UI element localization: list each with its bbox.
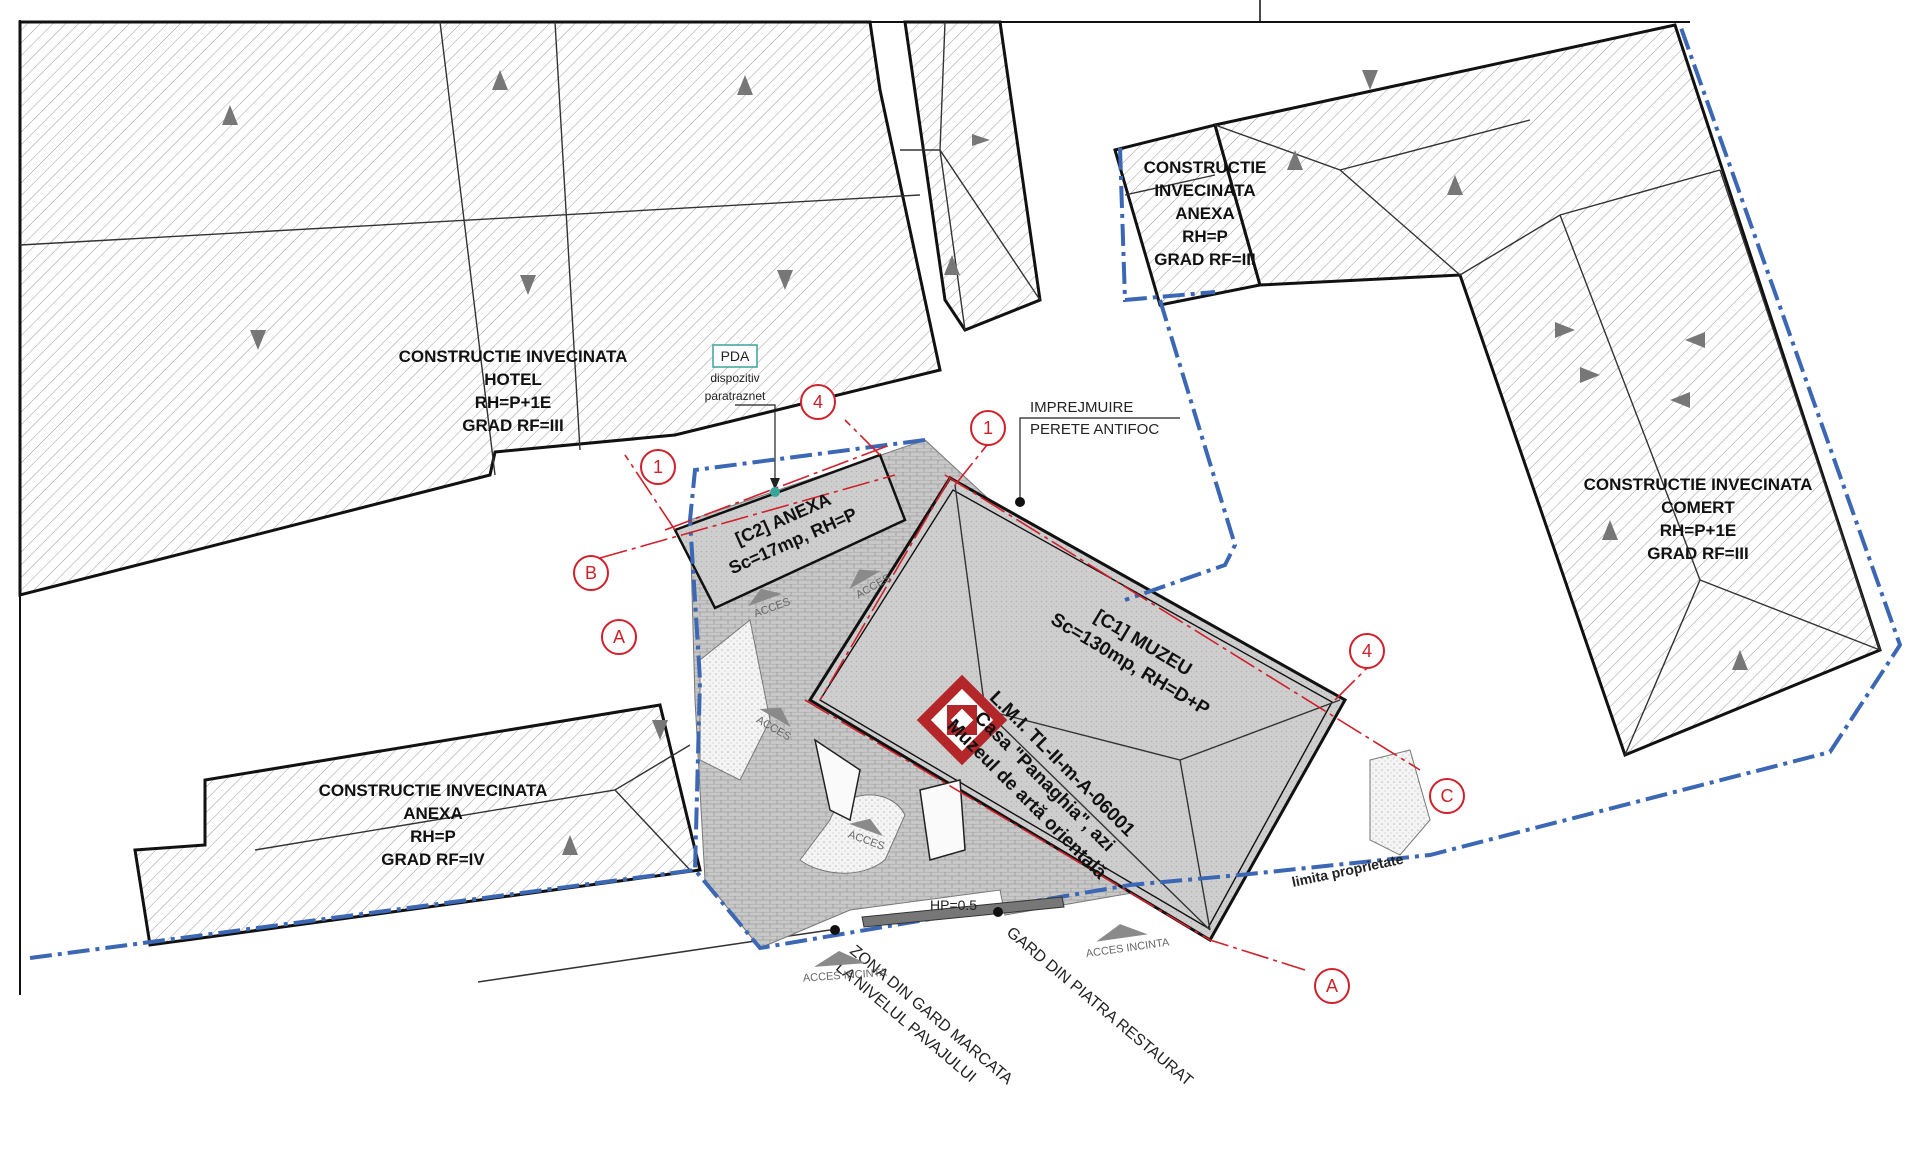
svg-text:PERETE ANTIFOC: PERETE ANTIFOC [1030,421,1159,438]
svg-text:CONSTRUCTIE INVECINATA: CONSTRUCTIE INVECINATA [319,781,548,800]
svg-text:CONSTRUCTIE INVECINATA: CONSTRUCTIE INVECINATA [399,347,628,366]
grid-bubble: B [573,555,609,591]
gate-zone-note: ZONA DIN GARD MARCATA LA NIVELUL PAVAJUL… [832,942,1016,1088]
svg-text:ACCES INCINTA: ACCES INCINTA [1085,936,1171,960]
svg-text:RH=P+1E: RH=P+1E [475,393,552,412]
grid-bubble: 1 [970,410,1006,446]
firewall-note: IMPREJMUIRE PERETE ANTIFOC [1015,399,1180,507]
svg-text:PDA: PDA [721,348,750,364]
svg-text:ZONA DIN GARD MARCATA: ZONA DIN GARD MARCATA [846,942,1015,1088]
svg-text:B: B [585,563,597,583]
label-anexa-sw: CONSTRUCTIE INVECINATA ANEXA RH=P GRAD R… [319,781,548,869]
access-incinta-marker: ACCES INCINTA [802,951,888,985]
svg-text:RH=P+1E: RH=P+1E [1660,521,1737,540]
pda-label: PDA dispozitiv paratraznet [705,344,780,497]
svg-text:ANEXA: ANEXA [403,804,463,823]
svg-text:A: A [1326,976,1338,996]
svg-text:4: 4 [1362,641,1372,661]
svg-text:CONSTRUCTIE INVECINATA: CONSTRUCTIE INVECINATA [1584,475,1813,494]
hp-fence: HP=0.5 [861,896,1065,928]
svg-text:GRAD RF=III: GRAD RF=III [1154,250,1256,269]
gate-point [830,925,840,935]
grid-bubble: C [1429,778,1465,814]
svg-text:1: 1 [983,418,993,438]
svg-text:CONSTRUCTIE: CONSTRUCTIE [1144,158,1267,177]
svg-text:RH=P: RH=P [1182,227,1228,246]
grid-bubble: 1 [640,449,676,485]
grid-bubble: 4 [800,384,836,420]
building-hotel [18,20,942,597]
label-comert: CONSTRUCTIE INVECINATA COMERT RH=P+1E GR… [1584,475,1813,563]
grid-bubble: A [1314,968,1350,1004]
svg-text:C: C [1441,786,1454,806]
svg-text:HOTEL: HOTEL [484,370,542,389]
grid-axes [599,419,1421,971]
svg-text:IMPREJMUIRE: IMPREJMUIRE [1030,399,1133,416]
svg-text:1: 1 [653,457,663,477]
building-north-center [900,20,1042,332]
property-line [29,24,1903,960]
building-c2-anexa [673,453,907,610]
building-comert [1213,23,1882,757]
access-incinta-marker: ACCES INCINTA [1085,924,1171,960]
svg-text:paratraznet: paratraznet [705,389,766,403]
building-c1-muzeu [807,475,1348,943]
label-hotel: CONSTRUCTIE INVECINATA HOTEL RH=P+1E GRA… [399,347,628,435]
svg-text:RH=P: RH=P [410,827,456,846]
svg-text:HP=0.5: HP=0.5 [930,897,977,913]
property-limit-label: limita proprietate [1290,851,1405,890]
svg-text:GRAD RF=III: GRAD RF=III [462,416,564,435]
grid-bubble: A [601,619,637,655]
svg-text:4: 4 [813,392,823,412]
svg-text:ANEXA: ANEXA [1175,204,1235,223]
label-anexa-ne: CONSTRUCTIE INVECINATA ANEXA RH=P GRAD R… [1144,158,1267,269]
building-anexa-sw [133,703,702,947]
svg-text:INVECINATA: INVECINATA [1154,181,1255,200]
fence-point [993,907,1003,917]
svg-text:GRAD RF=IV: GRAD RF=IV [381,850,485,869]
svg-text:dispozitiv: dispozitiv [710,371,759,385]
svg-text:ACCES INCINTA: ACCES INCINTA [802,967,887,985]
svg-text:A: A [613,627,625,647]
grid-bubble: 4 [1349,633,1385,669]
svg-text:GRAD RF=III: GRAD RF=III [1647,544,1749,563]
svg-text:COMERT: COMERT [1661,498,1735,517]
